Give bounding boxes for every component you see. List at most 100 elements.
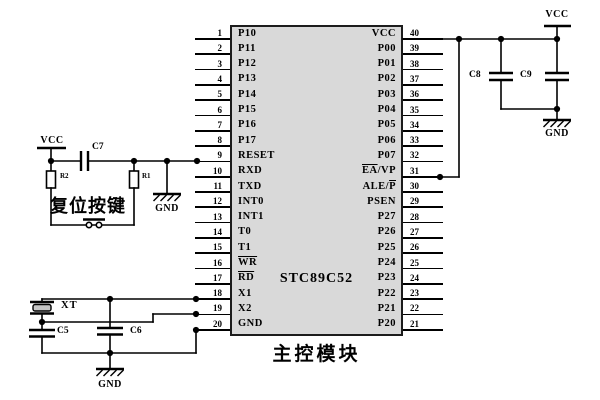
vcc-label-power: VCC — [545, 9, 569, 20]
pin-label-text: PSEN — [367, 195, 396, 207]
pin-6-number: 6 — [217, 104, 223, 115]
pin-39-number: 39 — [410, 43, 419, 54]
junction-dot — [106, 349, 114, 357]
pin-label-text: P11 — [238, 42, 256, 54]
pin-18-stub — [195, 298, 230, 300]
pin-18-label: X1 — [238, 288, 252, 299]
pin-24-label: P23 — [294, 272, 396, 283]
pin-25-stub — [403, 267, 443, 270]
pin-12-stub — [195, 206, 230, 209]
pin-38-stub — [403, 68, 443, 71]
pin-label-text: P — [389, 180, 396, 192]
pin-label-text: ALE/ — [362, 180, 390, 192]
c8-label: C8 — [469, 70, 481, 80]
pin-31-number: 31 — [410, 165, 419, 176]
vcc-label-reset: VCC — [40, 135, 64, 146]
pin-9-label: RESET — [238, 150, 275, 161]
pin-label-text: P16 — [238, 119, 257, 131]
pin-21-number: 21 — [410, 318, 419, 329]
ground-symbol — [96, 367, 124, 377]
pin-label-text: T0 — [238, 226, 252, 238]
pin-29-stub — [403, 206, 443, 209]
pin-38-label: P01 — [294, 58, 396, 69]
pin-40-stub — [403, 38, 443, 40]
pin-17-stub — [195, 282, 230, 285]
pin-21-label: P20 — [294, 318, 396, 329]
pin-13-label: INT1 — [238, 211, 264, 222]
pin-30-label: ALE/P — [294, 181, 396, 192]
c6-label: C6 — [130, 326, 142, 336]
pin-label-text: RD — [238, 272, 255, 284]
pin-31-stub — [403, 175, 443, 178]
pin-label-text: VCC — [371, 27, 396, 39]
pin-15-number: 15 — [213, 242, 222, 253]
pin-10-label: RXD — [238, 165, 262, 176]
pin-36-number: 36 — [410, 89, 419, 100]
resistor-r1-symbol — [128, 160, 140, 226]
pin-16-label: WR — [238, 257, 257, 268]
pin-29-number: 29 — [410, 196, 419, 207]
c5-label: C5 — [57, 326, 69, 336]
pin-label-text: X1 — [238, 287, 252, 299]
pin-label-text: P12 — [238, 58, 257, 70]
pin-24-number: 24 — [410, 272, 419, 283]
pin-label-text: P05 — [377, 119, 396, 131]
pin-27-number: 27 — [410, 226, 419, 237]
pin-38-number: 38 — [410, 58, 419, 69]
pin-label-text: P04 — [377, 104, 396, 115]
pin-7-stub — [195, 129, 230, 132]
pin-label-text: P02 — [377, 73, 396, 85]
pin-36-stub — [403, 99, 443, 102]
chip-caption: 主控模块 — [272, 344, 361, 365]
pin-10-stub — [195, 175, 230, 178]
pin-label-text: P20 — [377, 318, 396, 330]
pin-label-text: GND — [238, 318, 263, 330]
pin-6-stub — [195, 114, 230, 117]
pin-3-label: P12 — [238, 58, 256, 69]
pin-1-number: 1 — [217, 28, 223, 38]
pin-14-stub — [195, 237, 230, 239]
pin-11-number: 11 — [213, 181, 222, 191]
pin-25-number: 25 — [410, 257, 419, 268]
pin-11-stub — [195, 191, 230, 193]
ground-symbol — [543, 118, 571, 128]
pin-37-number: 37 — [410, 73, 419, 84]
pin-30-stub — [403, 191, 443, 193]
pin-23-label: P22 — [294, 288, 396, 299]
pin-label-text: P17 — [238, 134, 257, 146]
pin-21-stub — [403, 328, 443, 331]
pin-1-stub — [195, 38, 230, 40]
pin-33-label: P06 — [294, 135, 396, 146]
pin-label-text: P01 — [377, 58, 396, 70]
pin-7-label: P16 — [238, 119, 256, 130]
pin-label-text: RESET — [238, 149, 275, 161]
pin-32-number: 32 — [410, 150, 419, 161]
pin-27-stub — [403, 237, 443, 239]
pin-2-label: P11 — [238, 43, 256, 54]
pin-32-stub — [403, 160, 443, 163]
pin-13-stub — [195, 221, 230, 224]
pin-label-text: P22 — [377, 287, 396, 299]
pin-label-text: P03 — [377, 88, 396, 100]
pin-5-label: P14 — [238, 89, 256, 100]
pin-24-stub — [403, 282, 443, 285]
pin-label-text: TXD — [238, 180, 262, 192]
r2-label: R2 — [60, 172, 69, 180]
c7-label: C7 — [92, 142, 104, 152]
pin-25-label: P24 — [294, 257, 396, 268]
pin-19-number: 19 — [213, 303, 222, 314]
pin-17-number: 17 — [213, 272, 222, 283]
c9-label: C9 — [520, 70, 532, 80]
gnd-label-power: GND — [545, 128, 569, 139]
pin-13-number: 13 — [213, 211, 222, 222]
pin-2-stub — [195, 53, 230, 56]
pin-label-text: P06 — [377, 134, 396, 146]
pin-36-label: P03 — [294, 89, 396, 100]
capacitor-c5-symbol — [29, 321, 55, 354]
pin-34-stub — [403, 129, 443, 132]
gnd-label-crystal: GND — [98, 379, 122, 390]
pin-28-number: 28 — [410, 211, 419, 222]
pin-39-stub — [403, 53, 443, 56]
pin-14-number: 14 — [213, 226, 222, 237]
pin-34-label: P05 — [294, 119, 396, 130]
